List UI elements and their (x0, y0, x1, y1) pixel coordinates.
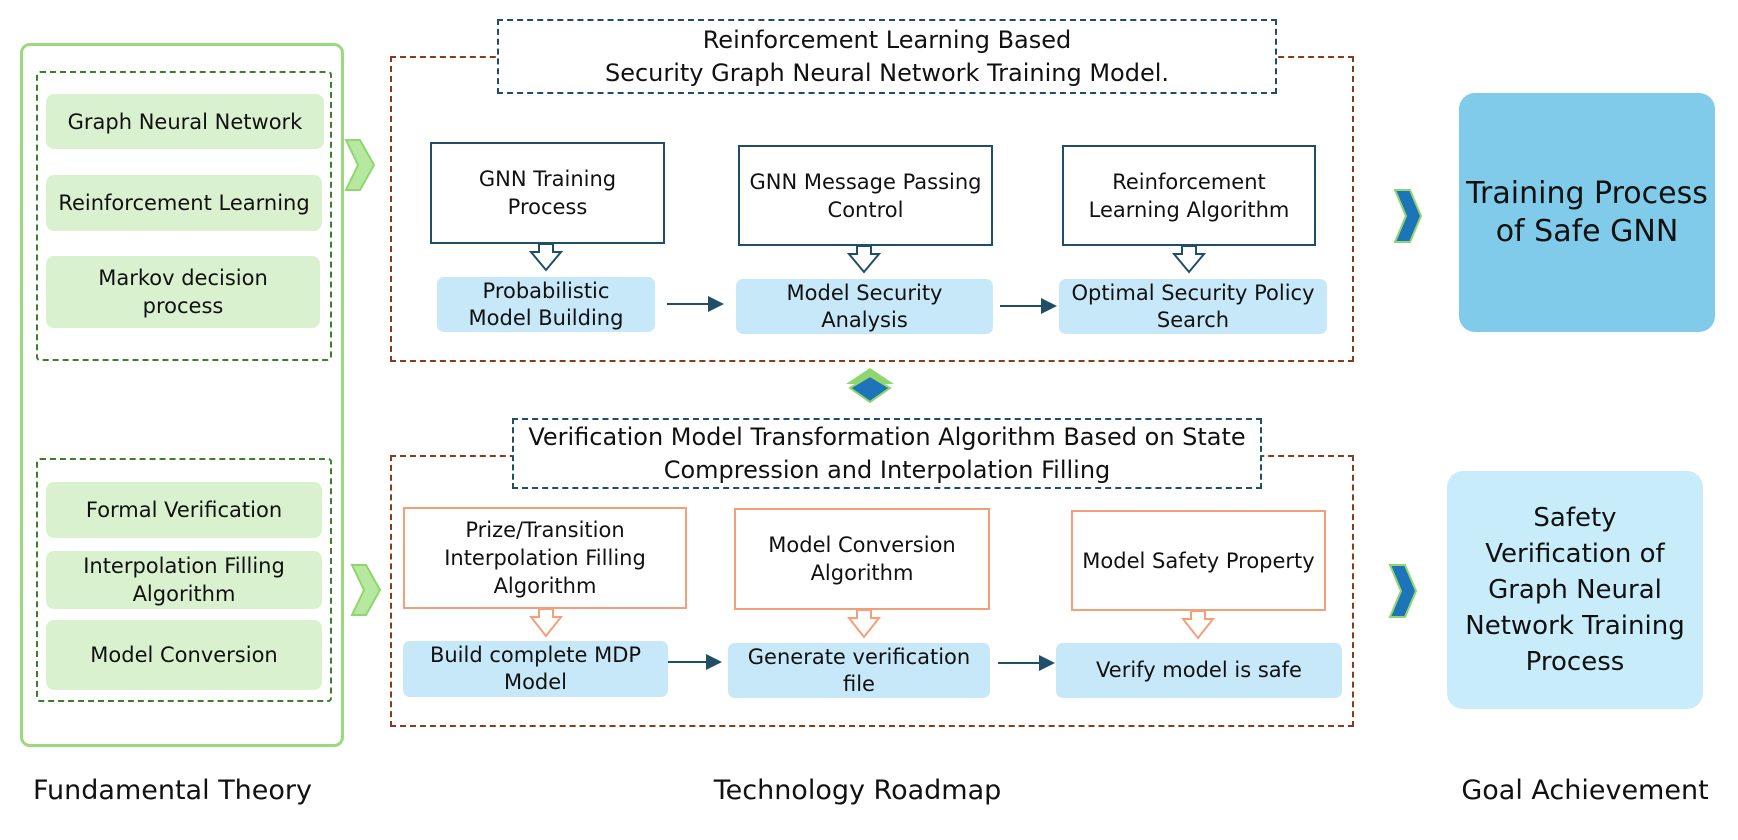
interpolation-filling-box: Prize/Transition Interpolation Filling A… (403, 507, 687, 609)
blue-chevron-arrow-bottom (1388, 564, 1418, 618)
goal-safe-gnn-training: Training Process of Safe GNN (1459, 93, 1715, 332)
fundamental-theory-panel (20, 43, 344, 747)
hollow-down-arrow-3 (1171, 245, 1207, 274)
theory-group-verification (36, 458, 332, 702)
theory-item-rl: Reinforcement Learning (46, 175, 322, 231)
theory-item-formal-verification: Formal Verification (46, 482, 322, 538)
build-mdp-pill: Build complete MDP Model (403, 641, 668, 697)
hollow-down-arrow-6 (1180, 610, 1216, 640)
hollow-down-arrow-5 (846, 609, 882, 639)
hollow-down-arrow-2 (846, 245, 882, 274)
theory-item-gnn: Graph Neural Network (46, 94, 324, 149)
footer-fundamental-theory: Fundamental Theory (32, 774, 313, 806)
goal-safety-verification: Safety Verification of Graph Neural Netw… (1447, 471, 1703, 709)
footer-technology-roadmap: Technology Roadmap (713, 774, 1002, 806)
optimal-policy-search-pill: Optimal Security Policy Search (1059, 279, 1327, 334)
verify-model-safe-pill: Verify model is safe (1056, 643, 1342, 698)
rl-algorithm-box: Reinforcement Learning Algorithm (1062, 145, 1316, 246)
theory-group-learning (36, 71, 332, 361)
gnn-message-passing-box: GNN Message Passing Control (738, 145, 993, 246)
hollow-down-arrow-1 (528, 243, 564, 272)
green-chevron-arrow-top (344, 139, 376, 191)
blue-chevron-arrow-top (1393, 189, 1423, 243)
hollow-down-arrow-4 (528, 608, 564, 638)
theory-item-model-conversion: Model Conversion (46, 620, 322, 690)
green-chevron-arrow-bottom (350, 564, 382, 616)
gnn-training-process-box: GNN Training Process (430, 142, 665, 244)
generate-verification-file-pill: Generate verification file (728, 643, 990, 698)
probabilistic-model-pill: Probabilistic Model Building (437, 277, 655, 332)
theory-item-mdp: Markov decision process (46, 256, 320, 328)
roadmap-top-title: Reinforcement Learning Based Security Gr… (497, 19, 1277, 94)
model-conversion-box: Model Conversion Algorithm (734, 508, 990, 610)
footer-goal-achievement: Goal Achievement (1461, 774, 1709, 806)
roadmap-bottom-title: Verification Model Transformation Algori… (512, 418, 1262, 489)
theory-item-interpolation: Interpolation Filling Algorithm (46, 551, 322, 609)
model-security-analysis-pill: Model Security Analysis (736, 279, 993, 334)
